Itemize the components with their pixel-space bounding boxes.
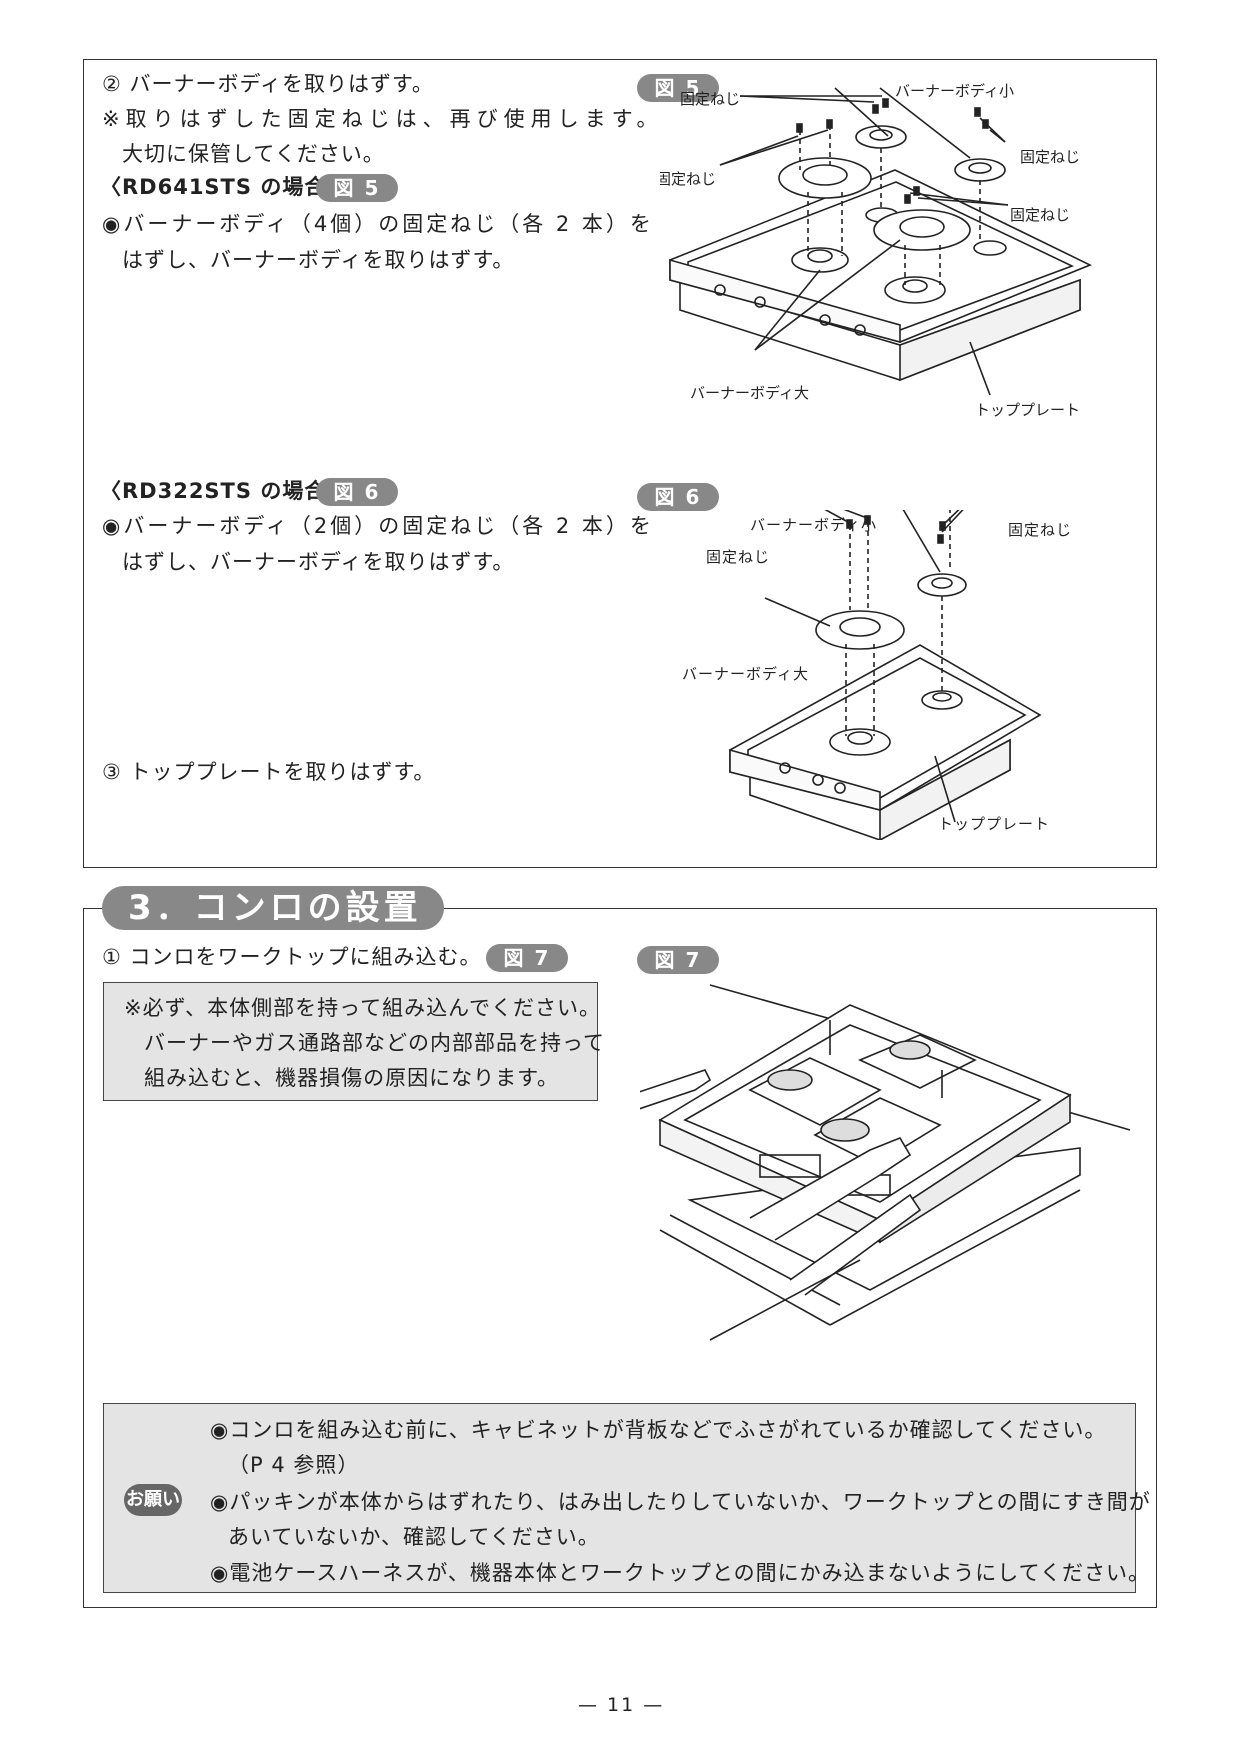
fig6-badge: 図 6 [637,483,719,511]
reuse-screw-note-2: 大切に保管してください。 [122,142,385,166]
request-badge: お願い [124,1484,182,1516]
step-3-text: ③ トッププレートを取りはずす。 [102,760,436,784]
rd641-instruction-1: ◉バーナーボディ（4個）の固定ねじ（各 2 本）を [102,212,654,236]
rd322-instruction-1: ◉バーナーボディ（2個）の固定ねじ（各 2 本）を [102,514,654,538]
figure-5-illustration: 固定ねじ バーナーボディ小 固定ねじ 固定ねじ 固定ねじ バーナーボディ大 トッ… [660,82,1092,419]
fig5-badge: 図 5 [637,74,719,102]
page-number: — 11 — [578,1694,665,1716]
section3-title: 3．コンロの設置 [102,886,444,930]
section3-step-1-badge: 図 7 [486,944,568,972]
fig5-label-burner-small: バーナーボディ小 [895,82,1014,100]
rd322-figure-badge: 図 6 [316,478,398,506]
rd641-figure-badge: 図 5 [316,174,398,202]
fig5-label-top-plate: トッププレート [975,401,1080,419]
request-item-3-line-1: ◉電池ケースハーネスが、機器本体とワークトップとの間にかみ込まないようにしてくだ… [210,1561,1150,1585]
fig6-label-burner-small: バーナーボディ小 [750,516,877,534]
top-section-frame [83,59,1157,868]
fig7-badge: 図 7 [637,946,719,974]
request-box [103,1403,1136,1593]
fig5-label-screw-a: 固定ねじ [680,90,740,108]
figure-7-illustration [640,984,1131,1341]
reuse-screw-note: ※取りはずした固定ねじは、再び使用します。 [102,107,664,131]
caution-line-2: バーナーやガス通路部などの内部部品を持って [144,1031,605,1055]
rd322-instruction-2: はずし、バーナーボディを取りはずす。 [122,550,515,574]
fig6-label-screw-a: 固定ねじ [1008,521,1073,539]
request-item-1-line-1: ◉コンロを組み込む前に、キャビネットが背板などでふさがれているか確認してください… [210,1418,1107,1442]
request-item-1-line-2: （P 4 参照） [228,1453,360,1477]
step-2-text: ② バーナーボディを取りはずす。 [102,72,434,96]
rd322-heading: 〈RD322STS の場合〉 [100,479,349,503]
rd641-instruction-2: はずし、バーナーボディを取りはずす。 [122,248,515,272]
figure-6-illustration [729,510,1042,840]
fig5-label-screw-c: 固定ねじ [1010,206,1070,224]
caution-line-1: ※必ず、本体側部を持って組み込んでください。 [124,996,602,1020]
fig6-label-burner-large: バーナーボディ大 [682,665,809,683]
section3-step-1: ① コンロをワークトップに組み込む。 [102,945,482,969]
caution-line-3: 組み込むと、機器損傷の原因になります。 [144,1066,560,1090]
section3-frame [83,908,1157,1608]
fig5-label-screw-b: 固定ねじ [1020,148,1080,166]
fig6-label-top-plate: トッププレート [938,815,1051,833]
fig6-label-screw-b: 固定ねじ [706,548,771,566]
request-item-2-line-1: ◉パッキンが本体からはずれたり、はみ出したりしていないか、ワークトップとの間にす… [210,1490,1151,1514]
installation-caution-box [103,982,598,1101]
rd641-heading: 〈RD641STS の場合〉 [100,175,349,199]
fig5-label-burner-large: バーナーボディ大 [690,384,809,402]
fig5-label-screw-d: 固定ねじ [660,170,716,188]
request-item-2-line-2: あいていないか、確認してください。 [228,1525,600,1549]
